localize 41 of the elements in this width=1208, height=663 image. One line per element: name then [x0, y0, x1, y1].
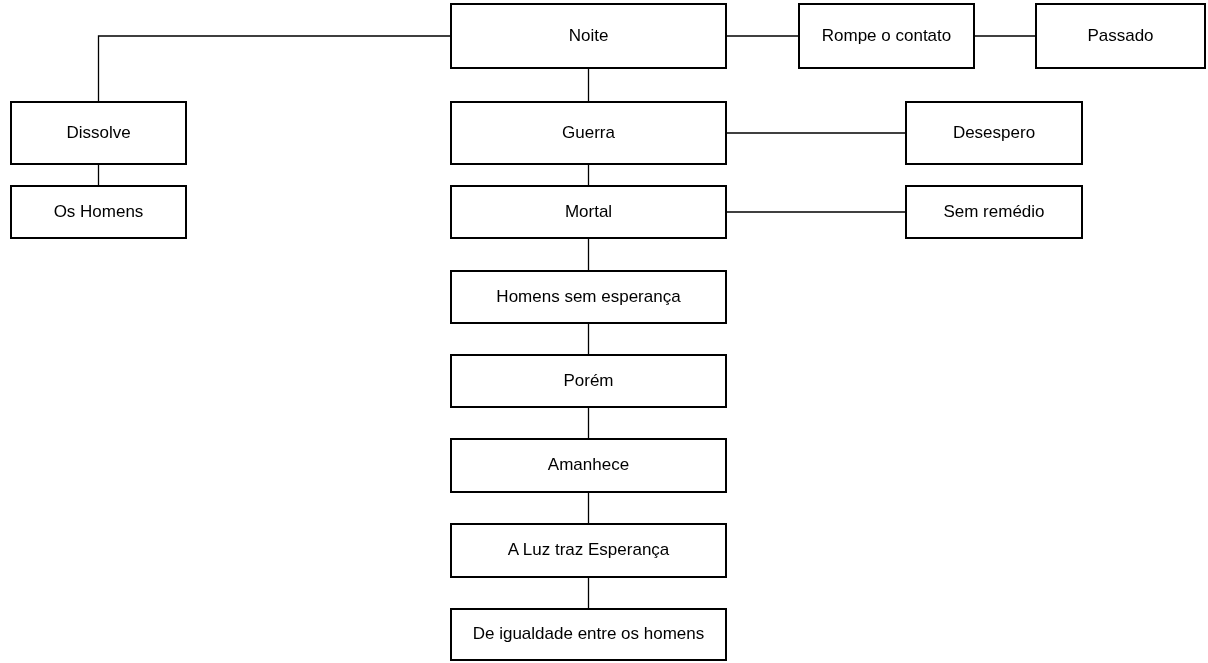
text-box [10, 185, 187, 239]
connector-line [974, 35, 1036, 37]
node-label: Dissolve [66, 123, 131, 143]
text-box [450, 101, 727, 165]
text-box [905, 185, 1083, 239]
connector-line [726, 35, 799, 37]
text-box [1035, 3, 1206, 69]
text-box [10, 101, 187, 165]
node-label: A Luz traz Esperança [507, 541, 670, 560]
connector-line [726, 211, 906, 213]
node-label: Noite [568, 26, 609, 46]
connector-line [726, 132, 906, 134]
text-box [450, 3, 727, 69]
connector-line [587, 238, 590, 271]
node-label: Sem remédio [943, 202, 1045, 222]
node-label: Passado [1087, 26, 1154, 46]
connector-line [97, 35, 451, 102]
connector-line [97, 164, 100, 186]
connector-line [587, 577, 590, 609]
text-box [450, 523, 727, 578]
node-label: Porém [563, 371, 614, 391]
text-box [798, 3, 975, 69]
connector-line [587, 323, 590, 355]
node-label: Rompe o contato [821, 26, 952, 46]
connector-line [587, 164, 590, 186]
text-box [450, 354, 727, 408]
node-label: Os Homens [53, 202, 144, 222]
text-box [450, 270, 727, 324]
node-label: Amanhece [547, 456, 630, 475]
text-box [450, 185, 727, 239]
node-label: Desespero [952, 123, 1036, 143]
node-label: Mortal [564, 202, 613, 222]
node-label: De igualdade entre os homens [472, 625, 705, 644]
connector-line [587, 407, 590, 439]
node-label: Homens sem esperança [496, 287, 681, 307]
connector-line [587, 492, 590, 524]
text-box [905, 101, 1083, 165]
text-box [450, 438, 727, 493]
connector-line [587, 68, 590, 102]
node-label: Guerra [562, 123, 615, 143]
text-box [450, 608, 727, 661]
